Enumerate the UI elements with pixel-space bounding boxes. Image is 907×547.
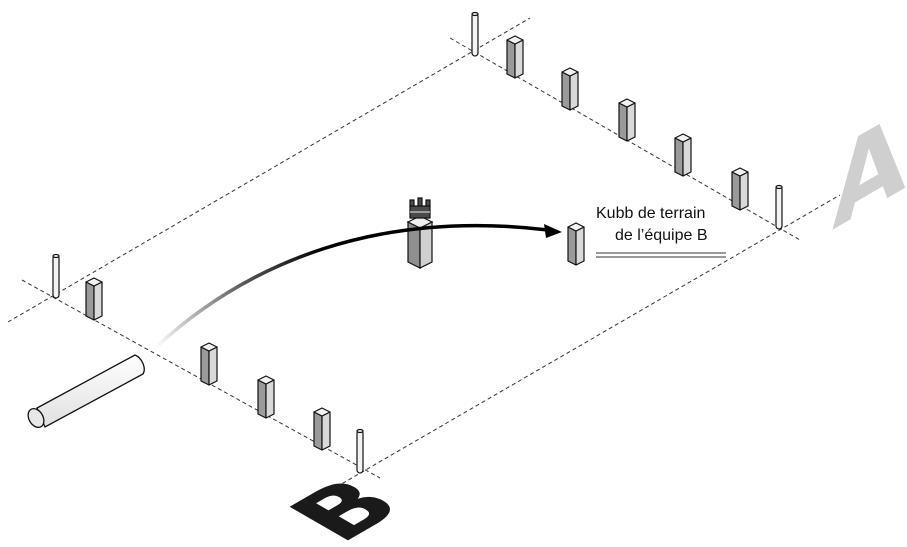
corner-stake-icon bbox=[52, 253, 60, 299]
kubb-block-icon bbox=[313, 407, 331, 451]
annotation-line-2: de l’équipe B bbox=[615, 227, 708, 244]
kubb-block-icon bbox=[618, 98, 636, 142]
kubb-block-icon bbox=[506, 35, 524, 79]
field-kubb-icon bbox=[567, 222, 585, 266]
side-a-letter: A bbox=[832, 87, 906, 255]
corner-stake-icon bbox=[356, 428, 364, 474]
corner-stake-icon bbox=[775, 184, 783, 230]
arrow-head-icon bbox=[544, 224, 562, 238]
kubb-block-icon bbox=[561, 67, 579, 111]
annotation-line-1: Kubb de terrain bbox=[596, 205, 705, 222]
boundary-line-top bbox=[7, 17, 531, 323]
kubb-block-icon bbox=[85, 277, 103, 321]
boundary-line-bottom bbox=[299, 194, 841, 509]
throw-arc bbox=[153, 223, 549, 350]
throwing-baton-icon bbox=[27, 354, 145, 428]
side-b-letter: B bbox=[266, 464, 425, 547]
kubb-block-icon bbox=[200, 342, 218, 386]
kubb-block-icon bbox=[674, 133, 692, 177]
field-kubb-annotation: Kubb de terrain de l’équipe B bbox=[596, 205, 726, 258]
corner-stake-icon bbox=[471, 11, 479, 57]
kubb-block-icon bbox=[731, 167, 749, 211]
king-piece-icon bbox=[406, 197, 434, 269]
kubb-block-icon bbox=[257, 375, 275, 419]
throw-arrow bbox=[153, 223, 562, 350]
corner-stakes bbox=[52, 11, 783, 474]
kubb-group bbox=[85, 35, 749, 451]
